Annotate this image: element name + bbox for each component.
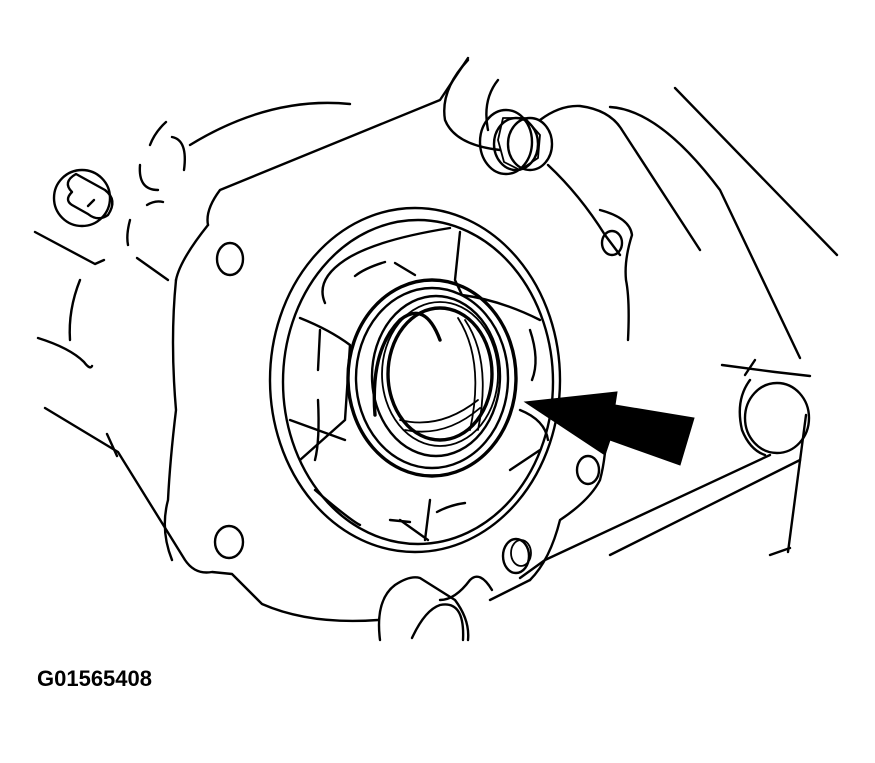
seal-diagram	[33, 56, 839, 642]
hidden-circle	[126, 120, 186, 247]
housing-outline	[33, 56, 502, 623]
bolt-bottom	[377, 576, 470, 642]
callout-arrow-icon	[523, 391, 695, 466]
seal-retainer	[268, 206, 562, 554]
figure-id-label: G01565408	[37, 666, 152, 691]
stud-left	[52, 168, 114, 228]
seal	[346, 278, 518, 478]
bolt-top	[478, 104, 702, 257]
right-frame	[488, 86, 839, 602]
